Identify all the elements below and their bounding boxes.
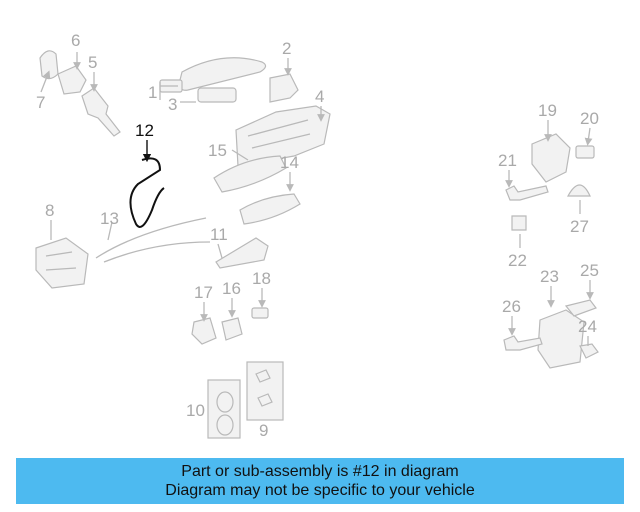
callout-2: 2 (282, 39, 291, 58)
callout-19: 19 (538, 101, 557, 120)
callout-labels: 6 5 7 1 3 2 4 12 15 14 13 11 8 17 16 18 … (36, 31, 599, 440)
callout-26: 26 (502, 297, 521, 316)
part-6-bracket (57, 65, 87, 95)
part-27-cap (566, 184, 591, 197)
caption-banner: Part or sub-assembly is #12 in diagram D… (16, 458, 624, 504)
callout-24: 24 (578, 317, 597, 336)
part-19-striker-bracket (531, 133, 571, 183)
callout-1: 1 (148, 83, 157, 102)
part-25-bolt (564, 299, 597, 317)
callout-5: 5 (88, 53, 97, 72)
part-23-striker (537, 309, 585, 369)
callout-9: 9 (259, 421, 268, 440)
callout-22: 22 (508, 251, 527, 270)
caption-line-2: Diagram may not be specific to your vehi… (165, 482, 475, 499)
callout-16: 16 (222, 279, 241, 298)
part-17-seal (191, 317, 217, 345)
part-7-cap (39, 50, 59, 80)
part-16-seal (221, 317, 243, 341)
part-9-screws (246, 361, 284, 421)
callout-6: 6 (71, 31, 80, 50)
part-5-cylinder (81, 87, 121, 137)
callout-15: 15 (208, 141, 227, 160)
callout-3: 3 (168, 95, 177, 114)
part-22-clip (511, 215, 527, 231)
callout-4: 4 (315, 87, 324, 106)
leader-lines (40, 52, 594, 346)
part-24-bolt (579, 343, 599, 359)
callout-21: 21 (498, 151, 517, 170)
callout-8: 8 (45, 201, 54, 220)
callout-13: 13 (100, 209, 119, 228)
callout-11: 11 (210, 225, 228, 244)
callout-27: 27 (570, 217, 589, 236)
callout-23: 23 (540, 267, 559, 286)
part-8-latch (35, 237, 89, 289)
callout-14: 14 (280, 153, 299, 172)
parts-diagram: 6 5 7 1 3 2 4 12 15 14 13 11 8 17 16 18 … (35, 31, 599, 440)
part-2-gasket (269, 73, 299, 103)
part-13-rods (95, 217, 211, 263)
part-10-seal-pair (207, 379, 241, 439)
part-15-inside-handle (213, 155, 287, 193)
callout-18: 18 (252, 269, 271, 288)
callout-12: 12 (135, 121, 154, 140)
part-12-cable (129, 140, 165, 228)
caption-line-1: Part or sub-assembly is #12 in diagram (181, 463, 459, 480)
part-11-bracket (215, 237, 269, 269)
callout-10: 10 (186, 401, 205, 420)
callout-7: 7 (36, 93, 45, 112)
part-21-bolt (505, 185, 549, 201)
part-18-bolt (251, 307, 269, 319)
part-4-frame (235, 105, 331, 167)
part-14-bezel (239, 193, 301, 225)
callout-25: 25 (580, 261, 599, 280)
callout-20: 20 (580, 109, 599, 128)
callout-17: 17 (194, 283, 213, 302)
part-20-bolt (575, 145, 595, 159)
part-26-bolt (503, 335, 543, 351)
